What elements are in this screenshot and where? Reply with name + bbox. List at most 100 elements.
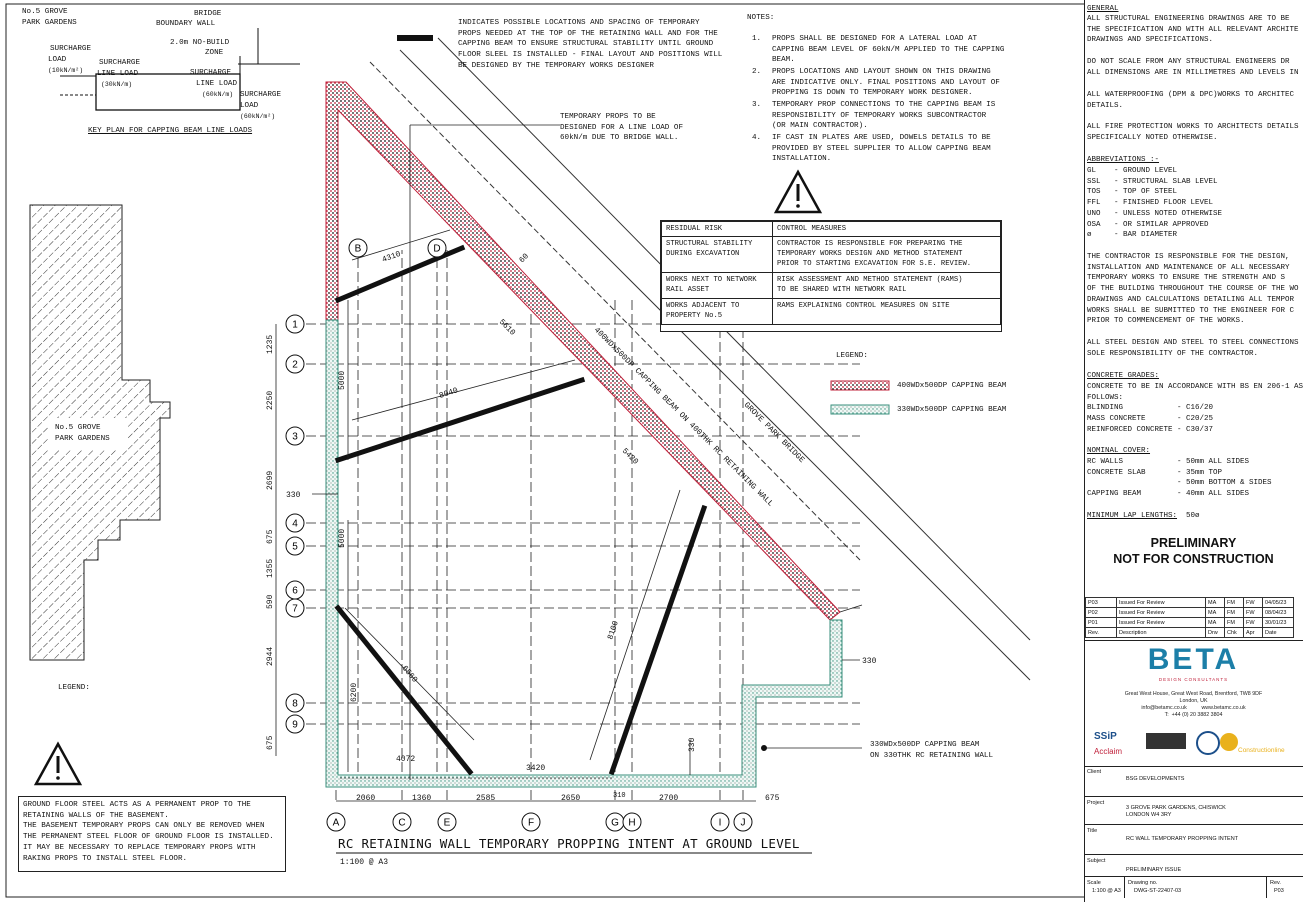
grid-col-bubble: E	[444, 818, 451, 829]
company-sub: DESIGN CONSULTANTS	[1158, 677, 1229, 682]
note-4-text: IF CAST IN PLATES ARE USED, DOWELS DETAI…	[772, 134, 991, 164]
revision-d: MA	[1205, 617, 1225, 628]
kp-sur1: SURCHARGE	[50, 45, 92, 53]
grid-col-bubble: J	[741, 818, 746, 829]
grid-col-bubble: F	[528, 818, 534, 829]
dimension-label: 8040	[438, 386, 459, 401]
temporary-props	[334, 244, 708, 776]
grid-row-bubble: 3	[292, 432, 298, 443]
left-dimension: 675	[266, 529, 275, 544]
left-dimension: 2699	[266, 471, 275, 490]
revision-rev: P01	[1085, 617, 1117, 628]
notes-panel: GENERAL ALL STRUCTURAL ENGINEERING DRAWI…	[1084, 0, 1303, 902]
beam2-label: 330WDx500DP CAPPING BEAM ON 330THK RC RE…	[870, 741, 994, 760]
grid-row-bubble-circle	[285, 314, 305, 334]
note-4-number: 4.	[752, 134, 762, 142]
grid-col-bubble-circle	[392, 812, 412, 832]
bottom-dimension: 2060	[356, 794, 375, 803]
bottom-dimension: 675	[765, 794, 780, 803]
left-dimension: 1235	[266, 335, 275, 354]
risk-row-1-control: CONTRACTOR IS RESPONSIBLE FOR PREPARING …	[772, 236, 1001, 273]
grid-row-bubble: 1	[292, 320, 298, 331]
dimension-label: 4072	[396, 755, 415, 764]
revision-a: FW	[1243, 617, 1263, 628]
scale-label: Scale	[1087, 880, 1101, 886]
dimension-label: 6560	[400, 664, 419, 685]
iso-logo	[1196, 731, 1220, 755]
prop-1	[334, 244, 466, 304]
prelim-1: PRELIMINARY	[1150, 536, 1237, 550]
title-block: Title RC WALL TEMPORARY PROPPING INTENT	[1084, 824, 1303, 855]
scale-value: 1:100 @ A3	[1092, 888, 1121, 894]
note-2-text: PROPS LOCATIONS AND LAYOUT SHOWN ON THIS…	[772, 68, 1000, 98]
kp-nobuild: 2.0m NO-BUILD	[170, 39, 230, 47]
legend-330-swatch	[830, 404, 890, 415]
revision-date: 04/05/23	[1262, 597, 1294, 608]
warning-icon	[773, 169, 823, 214]
general-p2: DO NOT SCALE FROM ANY STRUCTURAL ENGINEE…	[1087, 58, 1299, 77]
note-1-number: 1.	[752, 35, 762, 43]
revision-rev: P03	[1085, 597, 1117, 608]
grid-row-bubble: 2	[292, 360, 298, 371]
grid-top-bubble: D	[433, 244, 440, 255]
note-3-number: 3.	[752, 101, 762, 109]
general-p1: ALL STRUCTURAL ENGINEERING DRAWINGS ARE …	[1087, 15, 1299, 45]
revision-c: Chk	[1224, 627, 1244, 638]
revision-c: FM	[1224, 597, 1244, 608]
kp-sur2b: LINE LOAD	[97, 70, 139, 78]
cg-title: CONCRETE GRADES:	[1087, 372, 1160, 380]
revision-desc: Issued For Review	[1116, 597, 1206, 608]
kp-no5: No.5 GROVE PARK GARDENS	[22, 8, 77, 27]
kp-sur3c: (60kN/m)	[202, 91, 234, 98]
grid-row-bubble: 6	[292, 586, 298, 597]
client-block: Client BSG DEVELOPMENTS	[1084, 766, 1303, 797]
prelim-2: NOT FOR CONSTRUCTION	[1113, 552, 1274, 566]
grid-top-bubble-circle	[427, 238, 447, 258]
dimension-label: 8100	[606, 620, 621, 641]
dimension-label: 3420	[526, 764, 545, 773]
grid-row-bubble: 8	[292, 699, 298, 710]
prop-legend-swatch	[397, 35, 433, 41]
general-p6: ALL STEEL DESIGN AND STEEL TO STEEL CONN…	[1087, 339, 1299, 358]
title-label: Title	[1087, 828, 1098, 834]
ssip-logo: SSiP	[1094, 731, 1117, 742]
railway-bridge	[369, 37, 1031, 681]
prop-legend-text: INDICATES POSSIBLE LOCATIONS AND SPACING…	[458, 19, 723, 70]
left-dimension: 675	[266, 735, 275, 750]
grid-row-bubble: 5	[292, 542, 298, 553]
grid-row-bubble-circle	[285, 693, 305, 713]
rev-label: Rev.	[1270, 880, 1281, 886]
dimension-label: 6200	[350, 683, 359, 702]
dimension-label: 5420	[620, 447, 640, 467]
neighbour-label: No.5 GROVE PARK GARDENS	[55, 424, 110, 443]
grid-col-bubble: C	[398, 818, 405, 829]
grid-lines	[306, 250, 860, 800]
kp-bridge2: BOUNDARY WALL	[156, 20, 216, 28]
dimension-label: 330	[286, 491, 301, 500]
note-2-number: 2.	[752, 68, 762, 76]
grid-row-bubble: 4	[292, 519, 298, 530]
project-block: Project 3 GROVE PARK GARDENS, CHISWICK L…	[1084, 796, 1303, 825]
company-logo: BETA	[1147, 643, 1240, 676]
grid-row-bubble: 7	[292, 604, 298, 615]
drawing-label: Drawing no.	[1128, 880, 1158, 886]
kp-sur4c: (60kN/m²)	[240, 113, 276, 120]
kp-sur2: SURCHARGE	[99, 59, 141, 67]
warning-icon-left	[33, 741, 83, 786]
risk-row-3-control: RAMS EXPLAINING CONTROL MEASURES ON SITE	[772, 298, 1001, 325]
legend-400-swatch	[830, 380, 890, 391]
general-title: GENERAL	[1087, 5, 1119, 13]
revision-date: 08/04/23	[1262, 607, 1294, 618]
general-p5: THE CONTRACTOR IS RESPONSIBLE FOR THE DE…	[1087, 253, 1299, 326]
title-value: RC WALL TEMPORARY PROPPING INTENT	[1126, 836, 1239, 842]
notes-title: NOTES:	[747, 14, 775, 22]
risk-row-1-risk: STRUCTURAL STABILITY DURING EXCAVATION	[661, 236, 773, 273]
left-dimension: 2250	[266, 391, 275, 410]
grid-col-bubble-circle	[326, 812, 346, 832]
left-dimension: 1355	[266, 559, 275, 578]
